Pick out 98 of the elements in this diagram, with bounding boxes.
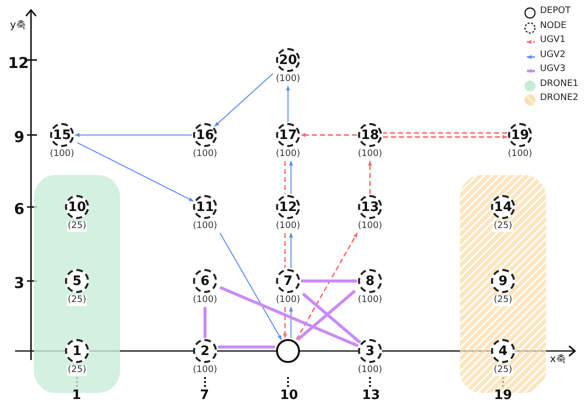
node-number: 16 xyxy=(196,128,214,142)
tick-label: 6 xyxy=(14,200,24,218)
tick-label: 13 xyxy=(362,388,380,403)
legend-label: NODE xyxy=(540,20,566,30)
route-arrow xyxy=(283,307,287,338)
route-arrow xyxy=(296,290,356,341)
tick-label: 10 xyxy=(280,388,298,403)
node-circle xyxy=(65,195,89,219)
node-demand: (25) xyxy=(66,221,88,232)
node-circle xyxy=(508,123,532,147)
node-number: 11 xyxy=(196,200,214,214)
node-circle xyxy=(491,339,515,363)
node-demand: (100) xyxy=(192,295,218,306)
node-circle xyxy=(491,195,515,219)
node-number: 5 xyxy=(72,274,82,288)
node-demand: (25) xyxy=(66,365,88,376)
node-number: 15 xyxy=(52,128,72,142)
node-circle xyxy=(358,123,382,147)
node-circle xyxy=(491,269,515,293)
node-circle xyxy=(358,339,382,363)
axis-label: y축 xyxy=(10,19,26,32)
node-circle xyxy=(65,339,89,363)
node-number: 20 xyxy=(278,52,298,68)
node-demand: (100) xyxy=(356,149,384,160)
route-arrow xyxy=(289,306,293,338)
node-number: 3 xyxy=(365,344,375,358)
route-arrow xyxy=(301,279,358,283)
node-circle xyxy=(193,123,217,147)
node-circle xyxy=(50,123,74,147)
route-arrow xyxy=(74,133,192,137)
route-arrow xyxy=(76,142,194,202)
depot-circle xyxy=(276,339,300,363)
node-demand: (100) xyxy=(192,149,218,160)
node-number: 10 xyxy=(68,200,86,214)
route-arrow xyxy=(302,292,362,344)
node-demand: (100) xyxy=(356,365,384,376)
route-arrow xyxy=(219,286,359,348)
node-number: 18 xyxy=(360,128,380,142)
route-arrow xyxy=(289,232,293,268)
axis-label: x축 xyxy=(550,353,566,366)
tick-label: 1 xyxy=(72,388,82,403)
legend-label: UGV3 xyxy=(540,64,566,74)
node-demand: (100) xyxy=(274,221,302,232)
node-demand: (100) xyxy=(192,365,218,376)
node-circle xyxy=(193,195,217,219)
node-demand: (25) xyxy=(492,221,514,232)
node-number: 4 xyxy=(498,344,508,358)
node-circle xyxy=(276,195,300,219)
node-circle xyxy=(276,269,300,293)
node-circle xyxy=(276,123,300,147)
node-number: 6 xyxy=(200,274,210,288)
legend-label: UGV1 xyxy=(540,35,566,45)
node-demand: (100) xyxy=(274,295,302,306)
route-arrow xyxy=(203,306,207,338)
node-circle xyxy=(193,269,217,293)
route-arrow xyxy=(286,86,290,122)
node-demand: (100) xyxy=(48,149,76,160)
route-arrow xyxy=(218,345,275,349)
node-circle xyxy=(193,339,217,363)
node-circle xyxy=(358,195,382,219)
route-arrow xyxy=(296,232,358,340)
node-circle xyxy=(276,48,300,72)
node-number: 9 xyxy=(498,274,508,288)
legend-label: DRONE2 xyxy=(540,93,578,103)
tick-label: 9 xyxy=(14,128,24,146)
node-number: 12 xyxy=(278,200,298,214)
route-arrow xyxy=(214,73,274,127)
node-number: 1 xyxy=(72,344,82,358)
route-arrow xyxy=(219,232,282,340)
node-circle xyxy=(65,269,89,293)
node-demand: (100) xyxy=(192,221,218,232)
node-number: 8 xyxy=(365,274,375,288)
node-number: 2 xyxy=(200,344,210,358)
legend-label: DRONE1 xyxy=(540,78,578,88)
node-circle xyxy=(358,269,382,293)
tick-label: 19 xyxy=(494,388,512,403)
route-arrow xyxy=(383,135,508,139)
node-number: 14 xyxy=(494,200,512,214)
route-arrow xyxy=(368,160,372,194)
node-demand: (25) xyxy=(66,295,88,306)
node-number: 19 xyxy=(510,128,530,142)
node-number: 17 xyxy=(278,128,298,142)
route-arrow xyxy=(300,133,357,137)
tick-label: 7 xyxy=(200,388,210,403)
node-number: 7 xyxy=(283,274,293,288)
tick-label: 3 xyxy=(14,274,24,292)
route-arrow xyxy=(289,160,293,194)
node-number: 13 xyxy=(360,200,380,214)
node-demand: (25) xyxy=(492,295,514,306)
node-demand: (100) xyxy=(356,221,384,232)
legend-label: DEPOT xyxy=(540,6,571,16)
legend-label: UGV2 xyxy=(540,50,566,60)
node-demand: (100) xyxy=(274,149,302,160)
node-demand: (100) xyxy=(356,295,384,306)
node-demand: (25) xyxy=(492,365,514,376)
node-demand: (100) xyxy=(274,74,302,85)
node-demand: (100) xyxy=(506,149,534,160)
tick-label: 12 xyxy=(8,54,29,72)
